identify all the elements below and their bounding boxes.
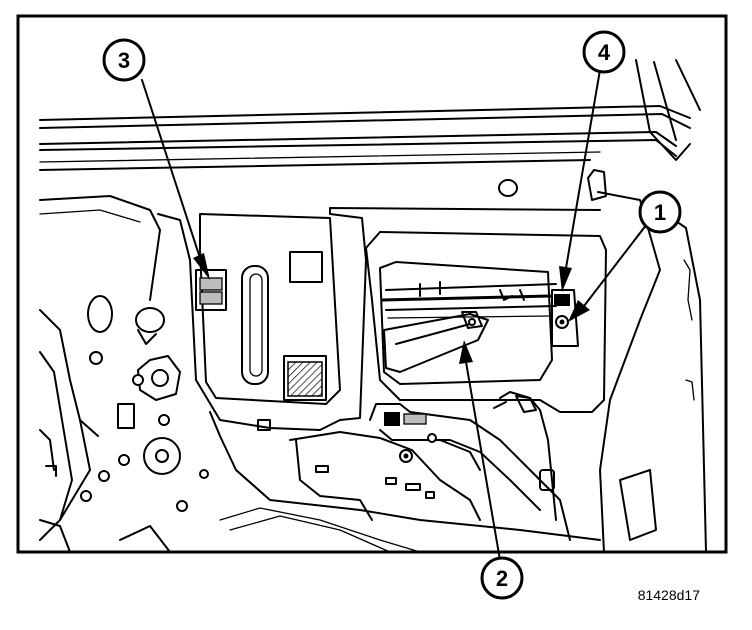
callout-3-label: 3 [118,48,130,73]
access-opening [365,231,607,413]
callout-4: 4 [582,30,626,74]
callout-1-label: 1 [654,200,666,225]
inner-panel-left [157,207,601,431]
wire-harness [369,391,571,541]
regulator-rails [380,281,557,319]
door-edge-right [597,191,707,552]
door-inner-panel-illustration [39,59,707,552]
square-hole-top [289,251,323,283]
clip-3 [195,269,227,311]
panel-slot [241,265,269,385]
callout-2: 2 [480,556,524,600]
square-hole-bottom [287,361,323,397]
diagram-border [16,14,728,554]
regulator-arm [383,311,489,373]
lower-edge-seam [219,507,421,552]
lower-left-shell [39,295,209,552]
figure-id: 81428d17 [638,587,701,603]
upper-clip [587,169,607,201]
callout-1: 1 [638,190,682,234]
callout-leaders [141,69,651,561]
pin-top [498,179,518,197]
glass-bracket [551,289,579,347]
callout-4-label: 4 [598,40,611,65]
callout-2-label: 2 [496,566,508,591]
inner-panel-lower [209,411,601,541]
belt-rail [39,59,701,171]
door-shell-upper [39,195,161,301]
callout-3: 3 [102,38,146,82]
